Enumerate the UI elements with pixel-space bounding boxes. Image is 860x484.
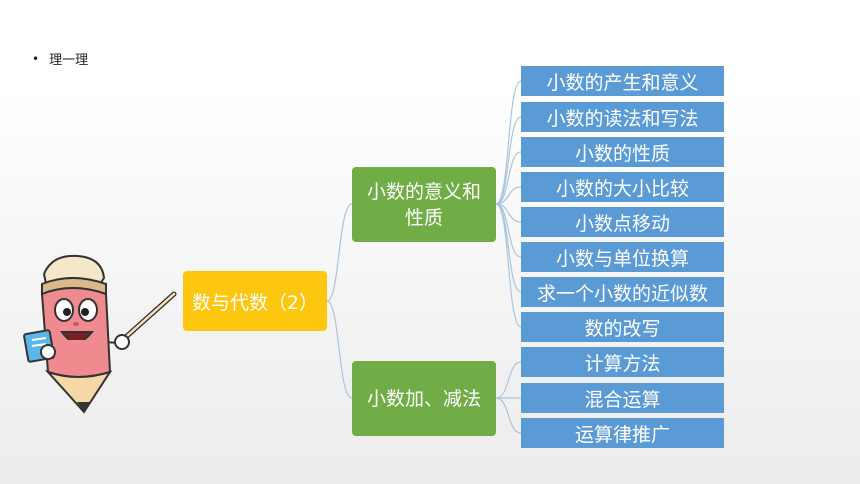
branch-label-line: 性质: [404, 206, 443, 229]
connector-b1-leaf-1: [495, 80, 522, 205]
connector-b1-leaf-7: [495, 203, 522, 293]
slide-title: 理一理: [49, 53, 89, 68]
leaf-node: 小数与单位换算: [521, 242, 724, 272]
leaf-node: 小数点移动: [521, 207, 724, 237]
leaf-node: 小数的读法和写法: [521, 102, 724, 132]
slide-header: • 理一理: [32, 49, 89, 69]
connector-b2-leaf-11: [495, 397, 522, 434]
bullet-icon: •: [32, 51, 40, 66]
leaf-node: 混合运算: [521, 383, 724, 413]
branch-label-line: 小数的意义和: [366, 180, 481, 203]
leaf-node: 求一个小数的近似数: [521, 277, 724, 307]
leaf-node: 计算方法: [521, 347, 724, 377]
leaf-node: 小数的产生和意义: [521, 66, 724, 96]
connector-b1-leaf-2: [495, 116, 522, 205]
connector-b1-leaf-8: [495, 203, 522, 328]
branch-node-decimal-meaning: 小数的意义和 性质: [352, 167, 496, 242]
connector-root-branch-1: [326, 203, 353, 302]
leaf-node: 小数的大小比较: [521, 172, 724, 202]
leaf-node: 小数的性质: [521, 137, 724, 167]
connector-b1-leaf-3: [495, 151, 522, 205]
leaf-node: 数的改写: [521, 312, 724, 342]
connector-b1-leaf-6: [495, 203, 522, 258]
branch-node-decimal-add-sub: 小数加、减法: [352, 361, 496, 436]
root-node: 数与代数（2）: [183, 271, 327, 331]
connector-b1-leaf-4: [495, 186, 522, 205]
leaf-node: 运算律推广: [521, 418, 724, 448]
connector-root-branch-2: [326, 300, 353, 399]
connector-b2-leaf-9: [495, 361, 522, 399]
pencil-mascot-icon: [23, 254, 177, 414]
